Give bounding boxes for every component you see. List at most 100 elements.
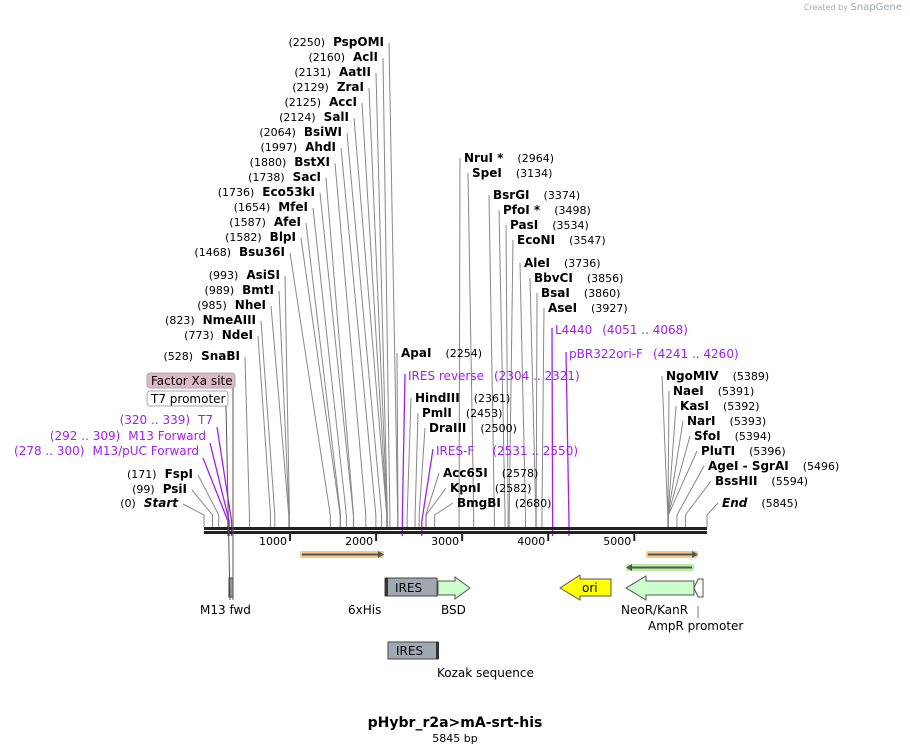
enzyme-site-pluti[interactable]: PluTI(5396): [701, 444, 786, 458]
feature-ires[interactable]: IRES: [384, 577, 438, 597]
enzyme-site-acc65i[interactable]: Acc65I(2578): [443, 466, 538, 480]
primer-arrow-ampr-forward[interactable]: [646, 551, 698, 558]
enzyme-site-line: [667, 450, 698, 527]
enzyme-name: BssHII: [715, 474, 757, 488]
enzyme-site-zrai[interactable]: ZraI(2129): [292, 80, 364, 94]
primer-ires-f[interactable]: IRES-F(2531 .. 2550): [436, 444, 578, 458]
feature-6xhis-label[interactable]: 6xHis: [348, 603, 381, 617]
enzyme-name: NgoMIV: [666, 369, 719, 383]
enzyme-site-bsrgi[interactable]: BsrGI(3374): [493, 188, 580, 202]
enzyme-position: (5396): [749, 445, 786, 458]
feature-kozak-label[interactable]: Kozak sequence: [437, 666, 534, 680]
credit-brand: SnapGene: [850, 2, 902, 13]
enzyme-name: MfeI: [278, 200, 308, 214]
enzyme-site-ahdi[interactable]: AhdI(1997): [261, 140, 336, 154]
enzyme-site-bsu36i[interactable]: Bsu36I(1468): [194, 245, 285, 259]
enzyme-site-fspi[interactable]: FspI(171): [127, 467, 193, 481]
primer-t7[interactable]: T7(320 .. 339): [120, 413, 213, 427]
enzyme-site-afei[interactable]: AfeI(1587): [229, 215, 301, 229]
enzyme-site-saci[interactable]: SacI(1738): [248, 170, 321, 184]
ruler-tick-label: 2000: [345, 535, 373, 548]
enzyme-site-eco53ki[interactable]: Eco53kI(1736): [218, 185, 315, 199]
enzyme-site-bsshii[interactable]: BssHII(5594): [715, 474, 808, 488]
feature-factor-xa-site[interactable]: Factor Xa site: [146, 372, 236, 600]
enzyme-site-line: [396, 352, 399, 527]
enzyme-site-nhei[interactable]: NheI(985): [197, 298, 266, 312]
enzyme-site-agei-sgrai[interactable]: AgeI - SgrAI(5496): [708, 459, 839, 473]
feature-ires-2[interactable]: IRES: [387, 641, 439, 660]
enzyme-site-bstxi[interactable]: BstXI(1880): [250, 155, 330, 169]
primer-l4440[interactable]: L4440(4051 .. 4068): [555, 323, 688, 337]
primer-pbr322ori-f[interactable]: pBR322ori-F(4241 .. 4260): [569, 347, 739, 361]
enzyme-site-kasi[interactable]: KasI(5392): [680, 399, 760, 413]
enzyme-position: (2160): [308, 51, 345, 64]
primer-ires-reverse[interactable]: IRES reverse(2304 .. 2321): [408, 369, 580, 383]
feature-t7-promoter[interactable]: T7 promoter: [146, 390, 231, 601]
enzyme-site-ndei[interactable]: NdeI(773): [184, 328, 253, 342]
enzyme-site-asei[interactable]: AseI(3927): [548, 301, 628, 315]
feature-m13-fwd[interactable]: M13 fwd: [200, 577, 251, 617]
enzyme-position: (1654): [234, 201, 271, 214]
enzyme-site-apai[interactable]: ApaI(2254): [401, 346, 482, 360]
map-title: pHybr_r2a>mA-srt-his: [368, 715, 543, 731]
enzyme-site-psii[interactable]: PsiI(99): [132, 482, 187, 496]
enzyme-position: (3860): [584, 287, 621, 300]
enzyme-site-bbvci[interactable]: BbvCI(3856): [534, 271, 623, 285]
enzyme-position: (0): [120, 497, 136, 510]
enzyme-position: (5393): [730, 415, 767, 428]
enzyme-site-sfoi[interactable]: SfoI(5394): [694, 429, 771, 443]
enzyme-site-naei[interactable]: NaeI(5391): [673, 384, 754, 398]
enzyme-site-line: [406, 397, 412, 527]
enzyme-site-ngomiv[interactable]: NgoMIV (5389): [666, 369, 769, 383]
feature-neor-kanr[interactable]: NeoR/KanR: [621, 575, 695, 617]
enzyme-position: (1997): [261, 141, 298, 154]
enzyme-site-line: [505, 224, 509, 527]
enzyme-site-alei[interactable]: AleI(3736): [524, 256, 601, 270]
enzyme-site-nmeaiii[interactable]: NmeAIII(823): [165, 313, 256, 327]
enzyme-site-bmti[interactable]: BmtI(989): [205, 283, 274, 297]
enzyme-site-pmli[interactable]: PmlI(2453): [422, 406, 502, 420]
feature-bsd[interactable]: BSD: [437, 576, 471, 617]
primer-site-line: [421, 448, 434, 536]
enzyme-site-hindiii[interactable]: HindIII(2361): [415, 391, 510, 405]
enzyme-site-snabi[interactable]: SnaBI(528): [164, 349, 241, 363]
enzyme-site-pfoi-[interactable]: PfoI *(3498): [503, 203, 591, 217]
primer-name: M13/pUC Forward: [92, 444, 199, 458]
enzyme-site-start[interactable]: Start(0): [120, 496, 179, 510]
enzyme-name: AseI: [548, 301, 577, 315]
feature-ampr-promoter[interactable]: AmpR promoter: [648, 578, 743, 633]
enzyme-site-line: [706, 502, 719, 527]
enzyme-site-econi[interactable]: EcoNI(3547): [517, 233, 606, 247]
enzyme-position: (1880): [250, 156, 287, 169]
enzyme-site-bsiwi[interactable]: BsiWI(2064): [259, 125, 342, 139]
enzyme-position: (5389): [733, 370, 770, 383]
enzyme-site-bmgbi[interactable]: BmgBI(2680): [457, 496, 551, 510]
enzyme-site-line: [541, 307, 545, 527]
enzyme-site-line: [289, 252, 331, 527]
enzyme-position: (2129): [292, 81, 329, 94]
primer-arrow-ires[interactable]: [300, 551, 384, 558]
primer-m13-forward[interactable]: M13 Forward(292 .. 309): [50, 429, 206, 443]
site-lines: [182, 42, 719, 536]
enzyme-site-blpi[interactable]: BlpI(1582): [225, 230, 296, 244]
enzyme-site-pasi[interactable]: PasI(3534): [510, 218, 589, 232]
primer-m13-puc-forward[interactable]: M13/pUC Forward(278 .. 300): [14, 444, 199, 458]
enzyme-position: (2500): [480, 422, 517, 435]
enzyme-site-end[interactable]: End(5845): [722, 496, 798, 510]
primer-arrow-neo-reverse[interactable]: [626, 564, 694, 571]
enzyme-site-kpni[interactable]: KpnI(2582): [450, 481, 531, 495]
enzyme-site-nrui-[interactable]: NruI *(2964): [464, 151, 554, 165]
feature-ori[interactable]: ori: [559, 574, 612, 601]
enzyme-site-acci[interactable]: AccI(2125): [284, 95, 357, 109]
enzyme-position: (989): [205, 284, 235, 297]
enzyme-site-bsai[interactable]: BsaI(3860): [541, 286, 620, 300]
enzyme-site-aatii[interactable]: AatII(2131): [294, 65, 371, 79]
enzyme-site-mfei[interactable]: MfeI (1654): [234, 200, 308, 214]
enzyme-site-sali[interactable]: SalI(2124): [279, 110, 349, 124]
enzyme-site-draiii[interactable]: DraIII(2500): [429, 421, 517, 435]
enzyme-site-nari[interactable]: NarI(5393): [687, 414, 766, 428]
enzyme-site-spei[interactable]: SpeI(3134): [472, 166, 552, 180]
enzyme-site-pspomi[interactable]: PspOMI(2250): [288, 35, 384, 49]
enzyme-site-asisi[interactable]: AsiSI(993): [209, 268, 280, 282]
enzyme-site-acli[interactable]: AclI(2160): [308, 50, 378, 64]
